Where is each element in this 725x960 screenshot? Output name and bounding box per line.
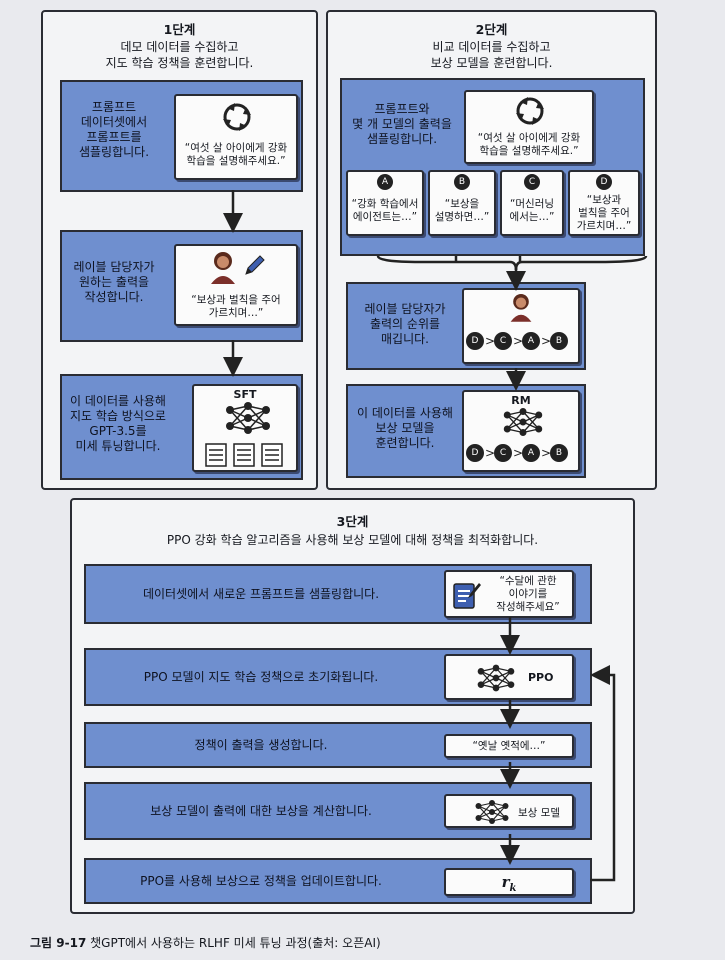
step3-reward-card: rk — [444, 868, 574, 896]
figure-label: 그림 9-17 — [30, 936, 87, 950]
step3-row-init-text: PPO 모델이 지도 학습 정책으로 초기화됩니다. — [143, 670, 379, 684]
document-edit-icon — [453, 583, 481, 609]
output-label-b: B — [454, 174, 470, 190]
rm-label: RM — [511, 394, 531, 407]
figure-caption: 그림 9-17 챗GPT에서 사용하는 RLHF 미세 튜닝 과정(출처: 오픈… — [30, 934, 381, 951]
output-label-d: D — [596, 174, 612, 190]
step3-row-sample-text: 데이터셋에서 새로운 프롬프트를 샘플링합니다. — [142, 587, 380, 601]
output-label-c: C — [524, 174, 540, 190]
output-label-a: A — [377, 174, 393, 190]
reward-model-label: 보상 모델 — [518, 807, 560, 819]
reward-symbol: rk — [501, 873, 517, 894]
sft-label: SFT — [233, 388, 257, 401]
rank-node-3: A — [522, 332, 540, 350]
step3-row-generate-text: 정책이 출력을 생성합니다. — [194, 738, 328, 752]
neural-network-icon — [226, 402, 270, 434]
rank-node-1: D — [466, 332, 484, 350]
cycle-icon — [516, 97, 544, 125]
step1-subtitle-1: 데모 데이터를 수집하고 — [120, 40, 239, 54]
rank-sep-1: > — [485, 334, 496, 348]
step2-subtitle-1: 비교 데이터를 수집하고 — [432, 40, 551, 54]
step3-row-reward: 보상 모델이 출력에 대한 보상을 계산합니다. 보상 모델 — [84, 782, 592, 840]
pencil-icon — [245, 255, 265, 275]
rm-rank-sep-1: > — [485, 446, 496, 460]
step2-rm-card: RM D > C > A > B — [462, 390, 580, 472]
step3-row-update-text: PPO를 사용해 보상으로 정책을 업데이트합니다. — [140, 874, 382, 888]
rm-rank-node-1: D — [466, 444, 484, 462]
labeler-person-icon — [510, 294, 532, 322]
rm-rank-sep-3: > — [541, 446, 552, 460]
step3-row-generate: 정책이 출력을 생성합니다. “옛날 옛적에…” — [84, 722, 592, 768]
step3-rm-card: 보상 모델 — [444, 794, 574, 828]
rm-rank-node-3: A — [522, 444, 540, 462]
documents-icon — [205, 443, 283, 467]
step2-title: 2단계 — [475, 22, 508, 37]
step2-subtitle-2: 보상 모델을 훈련합니다. — [430, 56, 553, 70]
step1-title: 1단계 — [163, 22, 196, 37]
step1-sft-card: SFT — [192, 384, 298, 472]
step3-ppo-card: PPO — [444, 654, 574, 700]
rm-rank-sep-2: > — [513, 446, 524, 460]
step3-panel: 3단계 PPO 강화 학습 알고리즘을 사용해 보상 모델에 대해 정책을 최적… — [70, 498, 635, 914]
rm-rank-node-4: B — [550, 444, 568, 462]
rank-node-4: B — [550, 332, 568, 350]
cycle-icon — [223, 103, 251, 131]
step3-subtitle: PPO 강화 학습 알고리즘을 사용해 보상 모델에 대해 정책을 최적화합니다… — [166, 533, 539, 547]
rm-rank-node-2: C — [494, 444, 512, 462]
neural-network-icon — [477, 664, 515, 692]
labeler-person-icon — [211, 252, 235, 284]
step1-subtitle-2: 지도 학습 정책을 훈련합니다. — [105, 56, 254, 70]
step3-row-reward-text: 보상 모델이 출력에 대한 보상을 계산합니다. — [150, 804, 372, 818]
rank-node-2: C — [494, 332, 512, 350]
rank-sep-2: > — [513, 334, 524, 348]
ppo-label: PPO — [528, 671, 554, 684]
rank-sep-3: > — [541, 334, 552, 348]
step3-row-init: PPO 모델이 지도 학습 정책으로 초기화됩니다. PPO — [84, 648, 592, 706]
step3-output-card: “옛날 옛적에…” — [444, 734, 574, 758]
step3-title: 3단계 — [336, 514, 369, 529]
neural-network-icon — [475, 800, 509, 824]
step2-ranking-card: D > C > A > B — [462, 288, 580, 364]
step3-output-quote: “옛날 옛적에…” — [472, 740, 546, 752]
neural-network-icon — [503, 408, 543, 436]
step3-row-update: PPO를 사용해 보상으로 정책을 업데이트합니다. rk — [84, 858, 592, 904]
figure-caption-text: 챗GPT에서 사용하는 RLHF 미세 튜닝 과정(출처: 오픈AI) — [90, 936, 381, 950]
